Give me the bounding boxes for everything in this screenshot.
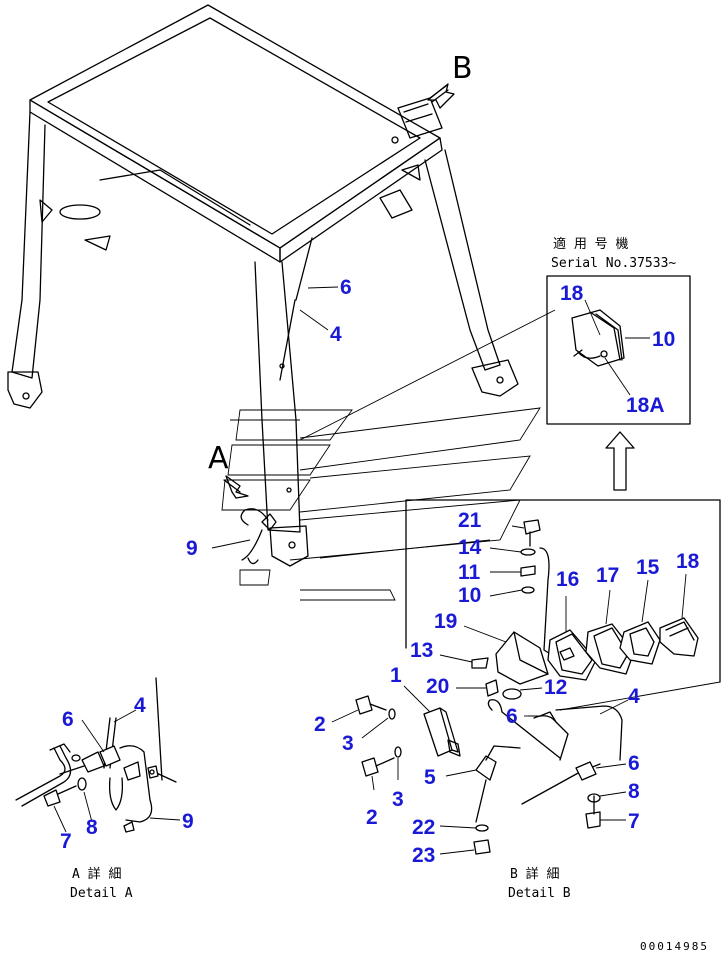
callout-main-4: 4: [330, 323, 342, 346]
callout-b-13: 13: [410, 639, 433, 662]
callout-a-4: 4: [134, 694, 146, 717]
detail-b-parts: [439, 519, 699, 700]
callout-b-4: 4: [628, 685, 640, 708]
callout-a-8: 8: [86, 816, 98, 839]
view-label-a: A: [208, 441, 229, 476]
view-arrow-b: [427, 83, 455, 109]
callout-b-7: 7: [628, 810, 640, 833]
callout-b-23: 23: [412, 844, 435, 867]
main-harness: [240, 508, 277, 565]
callout-inset-18a: 18A: [626, 394, 665, 417]
caption-detail-b-en: Detail B: [508, 886, 571, 901]
callout-b-3b: 3: [392, 788, 404, 811]
callout-b-22: 22: [412, 816, 435, 839]
callout-inset-10: 10: [652, 328, 675, 351]
callout-main-9: 9: [186, 537, 198, 560]
callout-b-15: 15: [636, 556, 660, 579]
serial-inset-box: [546, 275, 691, 425]
callout-b-21: 21: [458, 509, 482, 532]
serial-note-jp: 適 用 号 機: [553, 236, 628, 252]
callout-b-1: 1: [390, 664, 402, 687]
callout-inset-18: 18: [560, 282, 584, 305]
callout-b-6a: 6: [506, 705, 518, 728]
callout-a-7: 7: [60, 830, 72, 853]
detail-a-drawing: [15, 677, 177, 833]
callout-b-17: 17: [596, 564, 619, 587]
callout-b-10: 10: [458, 584, 481, 607]
callout-b-6b: 6: [628, 752, 640, 775]
callout-b-2a: 2: [314, 713, 326, 736]
callout-b-18: 18: [676, 550, 700, 573]
callout-main-6: 6: [340, 276, 352, 299]
callout-b-3a: 3: [342, 732, 354, 755]
callout-b-2b: 2: [366, 806, 378, 829]
callout-b-5: 5: [424, 766, 436, 789]
callout-b-14: 14: [458, 536, 482, 559]
callout-b-12: 12: [544, 676, 567, 699]
callout-a-9: 9: [182, 810, 194, 833]
detail-b-bracket: [331, 685, 629, 855]
callout-b-20: 20: [426, 675, 449, 698]
view-arrow-a: [223, 475, 249, 499]
caption-detail-a-jp: A 詳 細: [72, 866, 121, 882]
callout-a-6: 6: [62, 708, 74, 731]
canopy-posts: [7, 97, 519, 567]
figure-code: 00014985: [640, 940, 709, 953]
main-leaders: [211, 286, 339, 549]
callout-b-8: 8: [628, 780, 640, 803]
callout-b-11: 11: [458, 561, 481, 584]
serial-note-en: Serial No.37533~: [551, 256, 676, 271]
view-label-b: B: [452, 51, 473, 86]
callout-b-16: 16: [556, 568, 579, 591]
caption-detail-a-en: Detail A: [70, 886, 133, 901]
hood-outline: [221, 309, 556, 601]
caption-detail-b-jp: B 詳 細: [510, 866, 559, 882]
callout-b-19: 19: [434, 610, 457, 633]
canopy-roof: [29, 4, 443, 263]
detail-b-box: [405, 499, 721, 683]
inset-lamp: [571, 309, 625, 367]
up-arrow: [605, 431, 635, 491]
